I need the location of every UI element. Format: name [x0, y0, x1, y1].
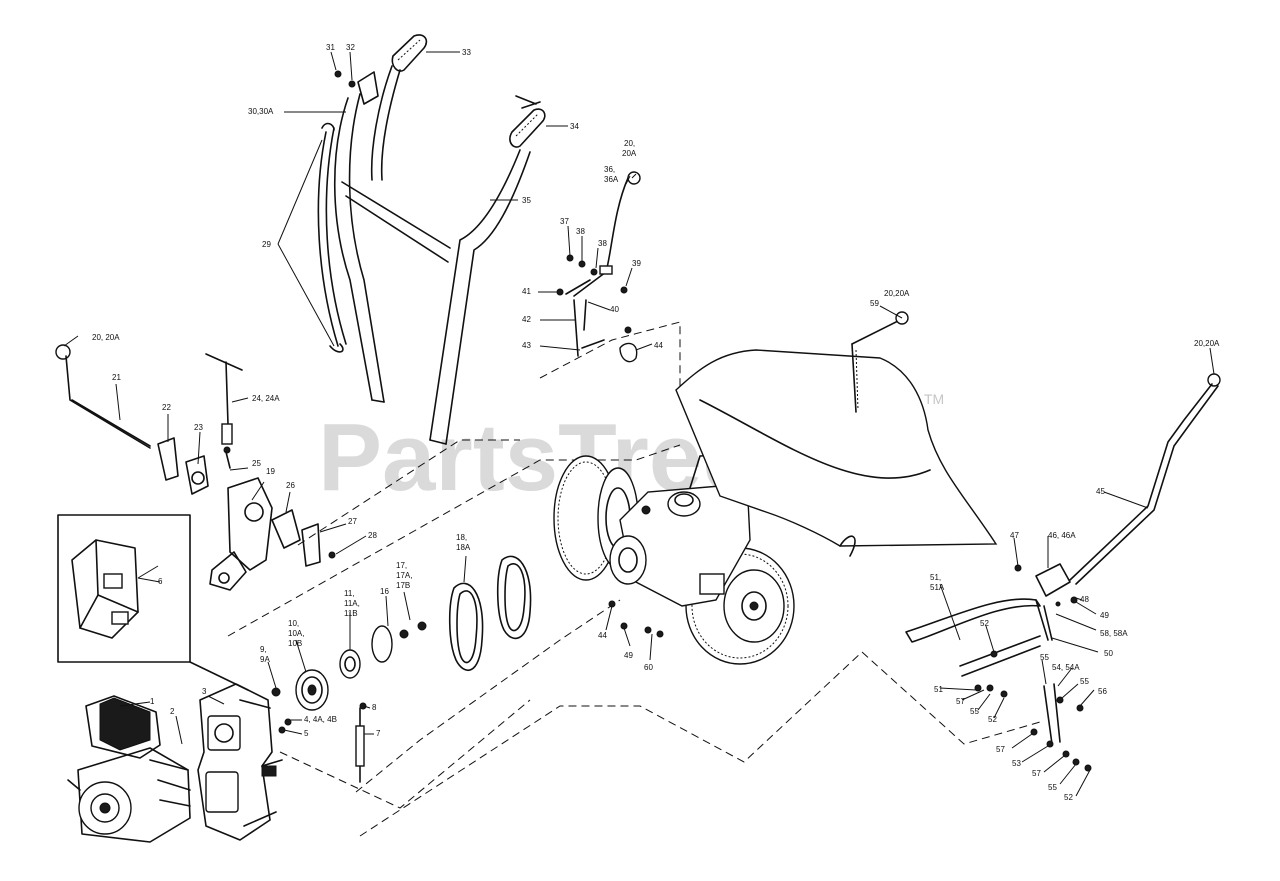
callout-53: 53 — [1012, 759, 1021, 768]
callout-30: 30,30A — [248, 107, 274, 116]
callout-5: 5 — [304, 729, 309, 738]
callout-20-20a-right: 20,20A — [1194, 339, 1220, 348]
callout-26: 26 — [286, 481, 295, 490]
callout-20a-top-b: 20A — [622, 149, 637, 158]
callout-48: 48 — [1080, 595, 1089, 604]
callout-52-a: 52 — [980, 619, 989, 628]
callout-59: 59 — [870, 299, 879, 308]
callout-43: 43 — [522, 341, 531, 350]
callout-18a: 18A — [456, 543, 471, 552]
callout-46: 46, 46A — [1048, 531, 1076, 540]
callout-40: 40 — [610, 305, 619, 314]
callout-52-c: 52 — [1064, 793, 1073, 802]
callout-55-a: 55 — [970, 707, 979, 716]
callout-34: 34 — [570, 122, 579, 131]
callout-11a: 11A, — [344, 599, 360, 608]
callout-8: 8 — [372, 703, 377, 712]
callout-32: 32 — [346, 43, 355, 52]
callout-44-bottom: 44 — [598, 631, 607, 640]
depth-bar-assembly — [620, 373, 1221, 772]
transmission-housing — [197, 683, 283, 841]
callout-60: 60 — [644, 663, 653, 672]
callout-33: 33 — [462, 48, 471, 57]
callout-55-b: 55 — [1040, 653, 1049, 662]
callout-10: 10, — [288, 619, 299, 628]
callout-49-right: 49 — [1100, 611, 1109, 620]
callout-47: 47 — [1010, 531, 1019, 540]
callout-11b: 11B — [344, 609, 358, 618]
upper-shift-rod — [556, 171, 641, 363]
callout-1: 1 — [150, 697, 155, 706]
leader-lines — [63, 51, 1215, 797]
callout-17a: 17A, — [396, 571, 412, 580]
callout-35: 35 — [522, 196, 531, 205]
callout-51-b: 51 — [934, 685, 943, 694]
callout-labels: 31 32 33 30,30A 34 35 29 20, 20A 36, 36A… — [92, 43, 1220, 802]
callout-24: 24, 24A — [252, 394, 280, 403]
callout-54: 54, 54A — [1052, 663, 1080, 672]
engine — [67, 695, 191, 843]
shift-linkage-left — [55, 344, 336, 591]
callout-4: 4, 4A, 4B — [304, 715, 337, 724]
callout-51: 51, — [930, 573, 941, 582]
callout-11: 11, — [344, 589, 355, 598]
callout-6: 6 — [158, 577, 163, 586]
callout-22: 22 — [162, 403, 171, 412]
callout-57-a: 57 — [956, 697, 965, 706]
callout-25: 25 — [252, 459, 261, 468]
callout-21: 21 — [112, 373, 121, 382]
callout-39: 39 — [632, 259, 641, 268]
belt-and-pulleys — [271, 555, 532, 711]
callout-29: 29 — [262, 240, 271, 249]
callout-10a: 10A, — [288, 629, 304, 638]
callout-57-b: 57 — [996, 745, 1005, 754]
callout-31: 31 — [326, 43, 335, 52]
callout-18: 18, — [456, 533, 467, 542]
callout-56: 56 — [1098, 687, 1107, 696]
callout-37: 37 — [560, 217, 569, 226]
callout-42: 42 — [522, 315, 531, 324]
callout-2: 2 — [170, 707, 175, 716]
callout-51a: 51A — [930, 583, 945, 592]
callout-38-a: 38 — [576, 227, 585, 236]
callout-55-c: 55 — [1080, 677, 1089, 686]
callout-23: 23 — [194, 423, 203, 432]
callout-7: 7 — [376, 729, 381, 738]
callout-58: 58, 58A — [1100, 629, 1128, 638]
callout-36: 36, — [604, 165, 615, 174]
callout-41: 41 — [522, 287, 531, 296]
callout-28: 28 — [368, 531, 377, 540]
callout-10b: 10B — [288, 639, 302, 648]
callout-3: 3 — [202, 687, 207, 696]
callout-50: 50 — [1104, 649, 1113, 658]
callout-36a: 36A — [604, 175, 619, 184]
callout-55-d: 55 — [1048, 783, 1057, 792]
callout-19: 19 — [266, 467, 275, 476]
callout-45: 45 — [1096, 487, 1105, 496]
callout-49-bottom: 49 — [624, 651, 633, 660]
callout-44-top: 44 — [654, 341, 663, 350]
callout-16: 16 — [380, 587, 389, 596]
callout-17: 17, — [396, 561, 407, 570]
tine-hood — [675, 311, 998, 557]
callout-57-c: 57 — [1032, 769, 1041, 778]
callout-20-top-a: 20, — [624, 139, 635, 148]
callout-17b: 17B — [396, 581, 410, 590]
handlebar-assembly — [317, 34, 546, 445]
callout-9a: 9A — [260, 655, 270, 664]
callout-9: 9, — [260, 645, 267, 654]
engine-inset — [57, 514, 249, 691]
callout-20-20a-mid: 20,20A — [884, 289, 910, 298]
callout-38-b: 38 — [598, 239, 607, 248]
callout-27: 27 — [348, 517, 357, 526]
callout-52-b: 52 — [988, 715, 997, 724]
watermark-trademark: TM — [924, 391, 944, 407]
callout-20-20a-left: 20, 20A — [92, 333, 120, 342]
